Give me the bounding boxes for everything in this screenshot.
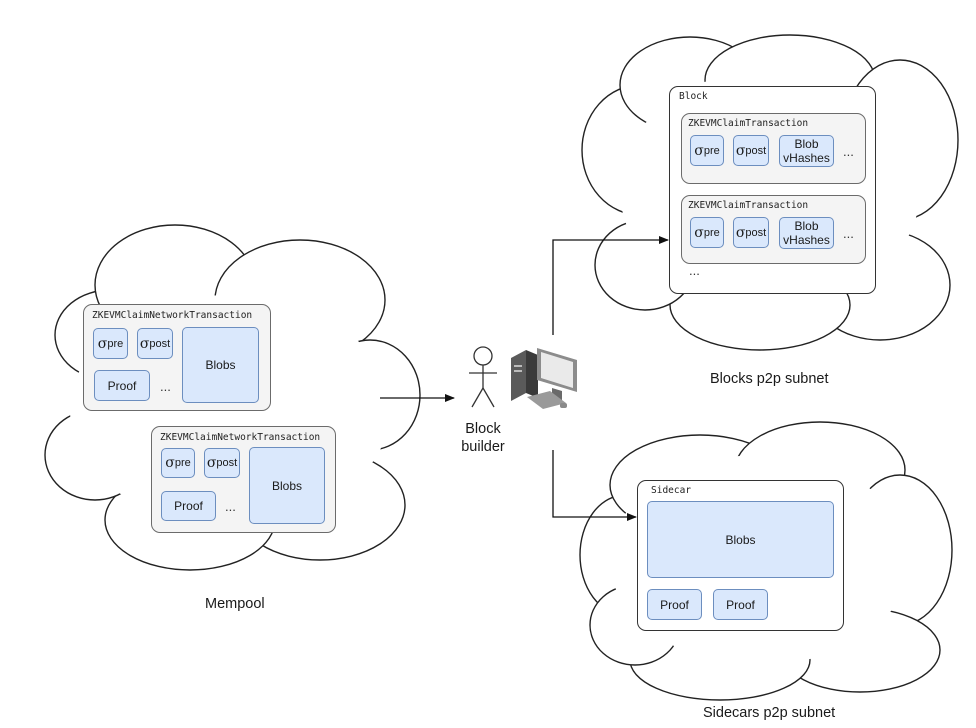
block-tx-2-blob-vhashes: Blob vHashes [779,217,834,249]
sigma-glyph: σ [139,335,150,352]
sigma-pre-subscript: pre [703,226,720,239]
block-builder-label: Block builder [450,420,516,456]
sigma-post-subscript: post [216,457,238,469]
mempool-tx-2-proof: Proof [161,491,216,521]
builder-to-sidecar-arrow [552,450,637,521]
blob-vhashes-line-1: Blob [794,219,819,233]
blob-vhashes-line-2: vHashes [783,151,830,165]
computer-icon [511,348,577,409]
sidecar-container: Sidecar Blobs Proof Proof [637,480,844,631]
sidecar-proof-2: Proof [713,589,768,620]
sigma-post-subscript: post [745,144,767,157]
sigma-pre-subscript: pre [703,144,720,157]
mempool-tx-1-ellipsis: ... [160,379,171,394]
sigma-glyph: σ [694,142,704,159]
block-tx-2-ellipsis: ... [843,226,854,241]
block-title: Block [679,91,708,102]
sigma-glyph: σ [694,224,704,241]
block-tx-1-ellipsis: ... [843,144,854,159]
sidecar-blobs: Blobs [647,501,834,578]
mempool-label: Mempool [205,596,265,612]
person-icon [469,346,497,408]
blob-vhashes-line-1: Blob [794,137,819,151]
blocks-subnet-label: Blocks p2p subnet [710,371,829,387]
mempool-tx-1-proof: Proof [94,370,150,401]
sidecar-title: Sidecar [651,485,692,496]
mempool-tx-2-title: ZKEVMClaimNetworkTransaction [160,432,321,443]
sigma-glyph: σ [206,455,217,471]
block-builder-label-line-1: Block [465,421,501,437]
sidecar-proof-1: Proof [647,589,702,620]
block-tx-2-title: ZKEVMClaimTransaction [688,200,809,211]
block-tx-1-title: ZKEVMClaimTransaction [688,118,809,129]
sigma-pre-subscript: pre [174,457,191,469]
sigma-glyph: σ [735,224,746,241]
mempool-tx-1-title: ZKEVMClaimNetworkTransaction [92,310,253,321]
sigma-post-subscript: post [149,337,171,350]
mempool-tx-1-blobs: Blobs [182,327,259,403]
blob-vhashes-line-2: vHashes [783,233,830,247]
block-more-ellipsis: ... [689,263,700,278]
sigma-post-subscript: post [745,226,767,239]
sigma-glyph: σ [735,142,746,159]
block-tx-1-blob-vhashes: Blob vHashes [779,135,834,167]
mempool-tx-2-ellipsis: ... [225,499,236,514]
mempool-tx-2-blobs: Blobs [249,447,325,524]
sigma-glyph: σ [97,335,108,352]
builder-to-block-arrow [552,236,669,335]
sigma-pre-subscript: pre [107,337,124,350]
sidecars-subnet-label: Sidecars p2p subnet [703,705,836,721]
sigma-glyph: σ [165,455,175,471]
block-builder-label-line-2: builder [461,439,505,455]
